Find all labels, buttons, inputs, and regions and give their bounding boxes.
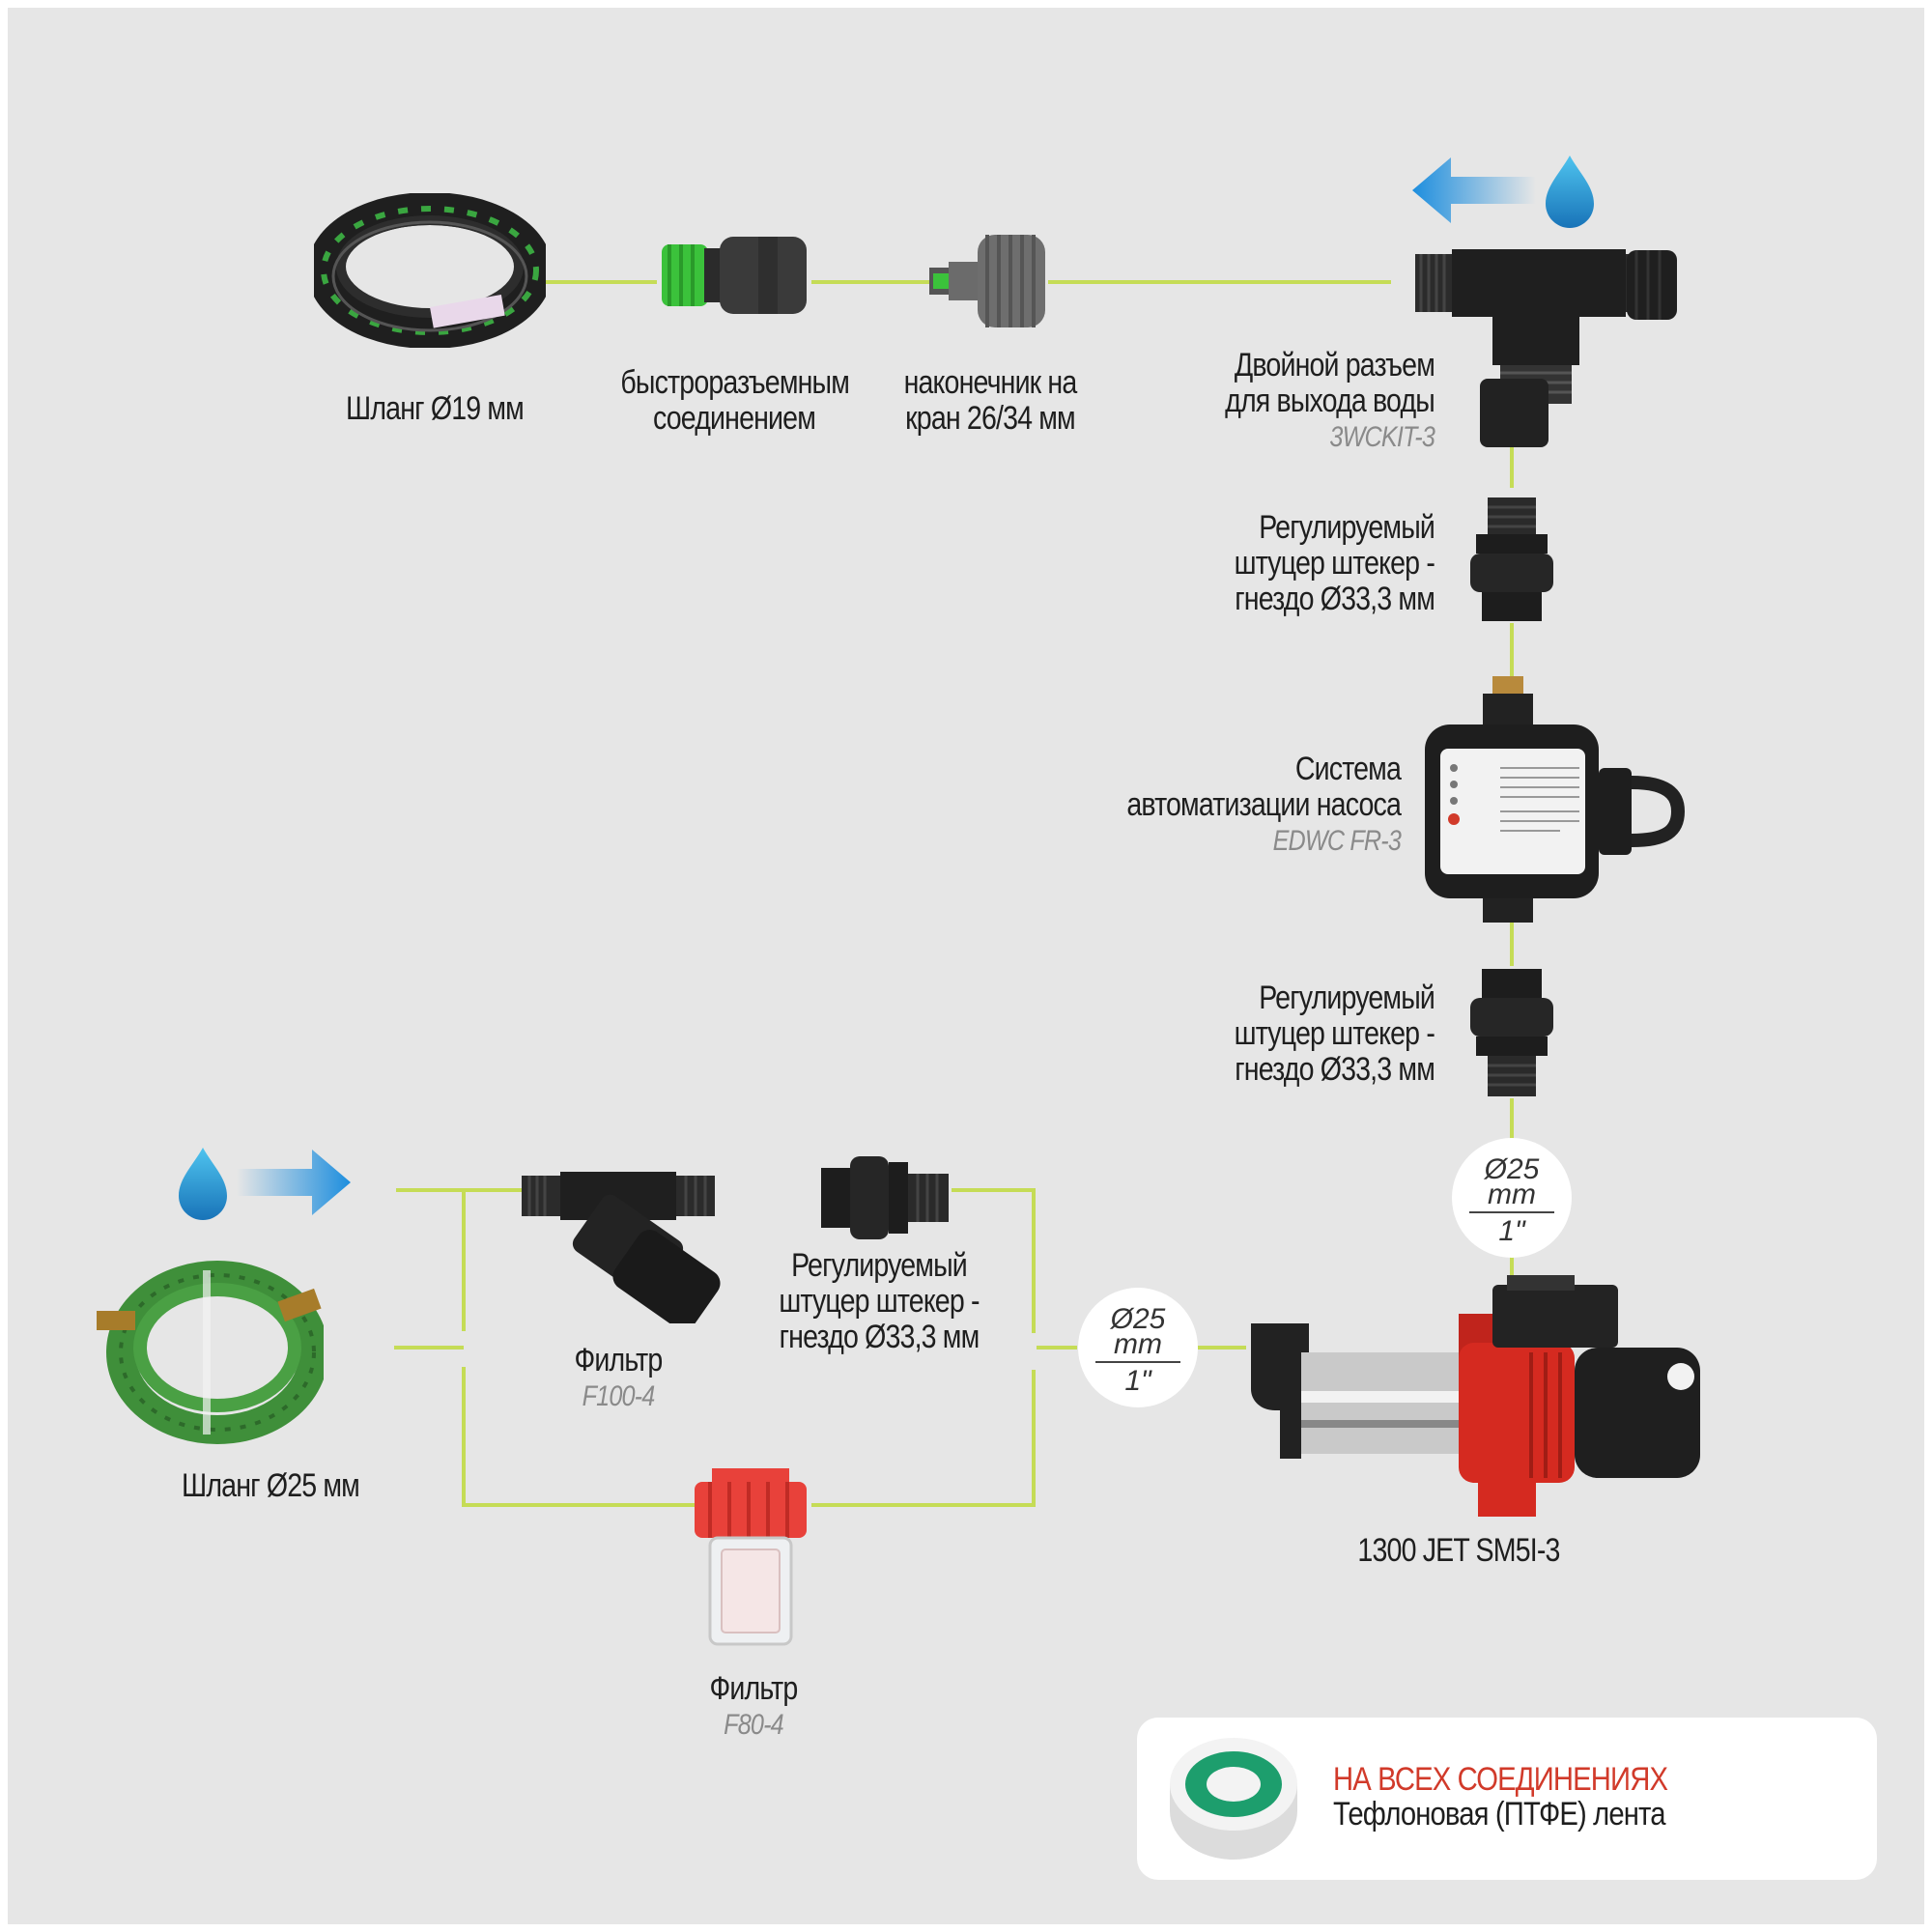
filter-f80-icon (695, 1468, 807, 1646)
background-panel (8, 8, 1924, 1924)
automation-code: EDWC FR-3 (1272, 825, 1402, 857)
water-in-arrow-icon (179, 1148, 351, 1220)
filter-f100-label: Фильтр F100-4 (554, 1343, 683, 1414)
adjustable-fitting-2-icon (1470, 969, 1553, 1096)
filter-f80-code: F80-4 (724, 1709, 783, 1741)
jet-pump-icon (1251, 1275, 1700, 1517)
hose-19-label: Шланг Ø19 мм (346, 390, 525, 427)
tap-adapter-icon (929, 235, 1045, 327)
water-out-arrow-icon (1412, 156, 1594, 228)
pump-label: 1300 JET SM5I-3 (1357, 1532, 1560, 1569)
suction-hose-25-icon (97, 1261, 324, 1444)
tape-note-subtitle: Тефлоновая (ПТФЕ) лента (1333, 1796, 1665, 1833)
filter-f100-code: F100-4 (582, 1380, 656, 1412)
adjustable-fitting-1-icon (1470, 497, 1553, 621)
double-outlet-code: 3WCKIT-3 (1329, 421, 1435, 453)
quick-connector-icon (662, 237, 807, 314)
ptfe-tape-roll-icon (1170, 1738, 1297, 1860)
filter-f100-icon (522, 1172, 721, 1323)
adjustable-fitting-3-icon (821, 1156, 949, 1239)
pump-controller-icon (1425, 676, 1686, 923)
filter-f80-label: Фильтр F80-4 (689, 1671, 818, 1743)
end-cap-icon (1627, 250, 1677, 320)
hose-25-label: Шланг Ø25 мм (182, 1467, 360, 1504)
garden-hose-19-icon (314, 193, 546, 348)
tee-nut-icon (1480, 379, 1548, 447)
tape-note-title: НА ВСЕХ СОЕДИНЕНИЯХ (1333, 1761, 1668, 1798)
